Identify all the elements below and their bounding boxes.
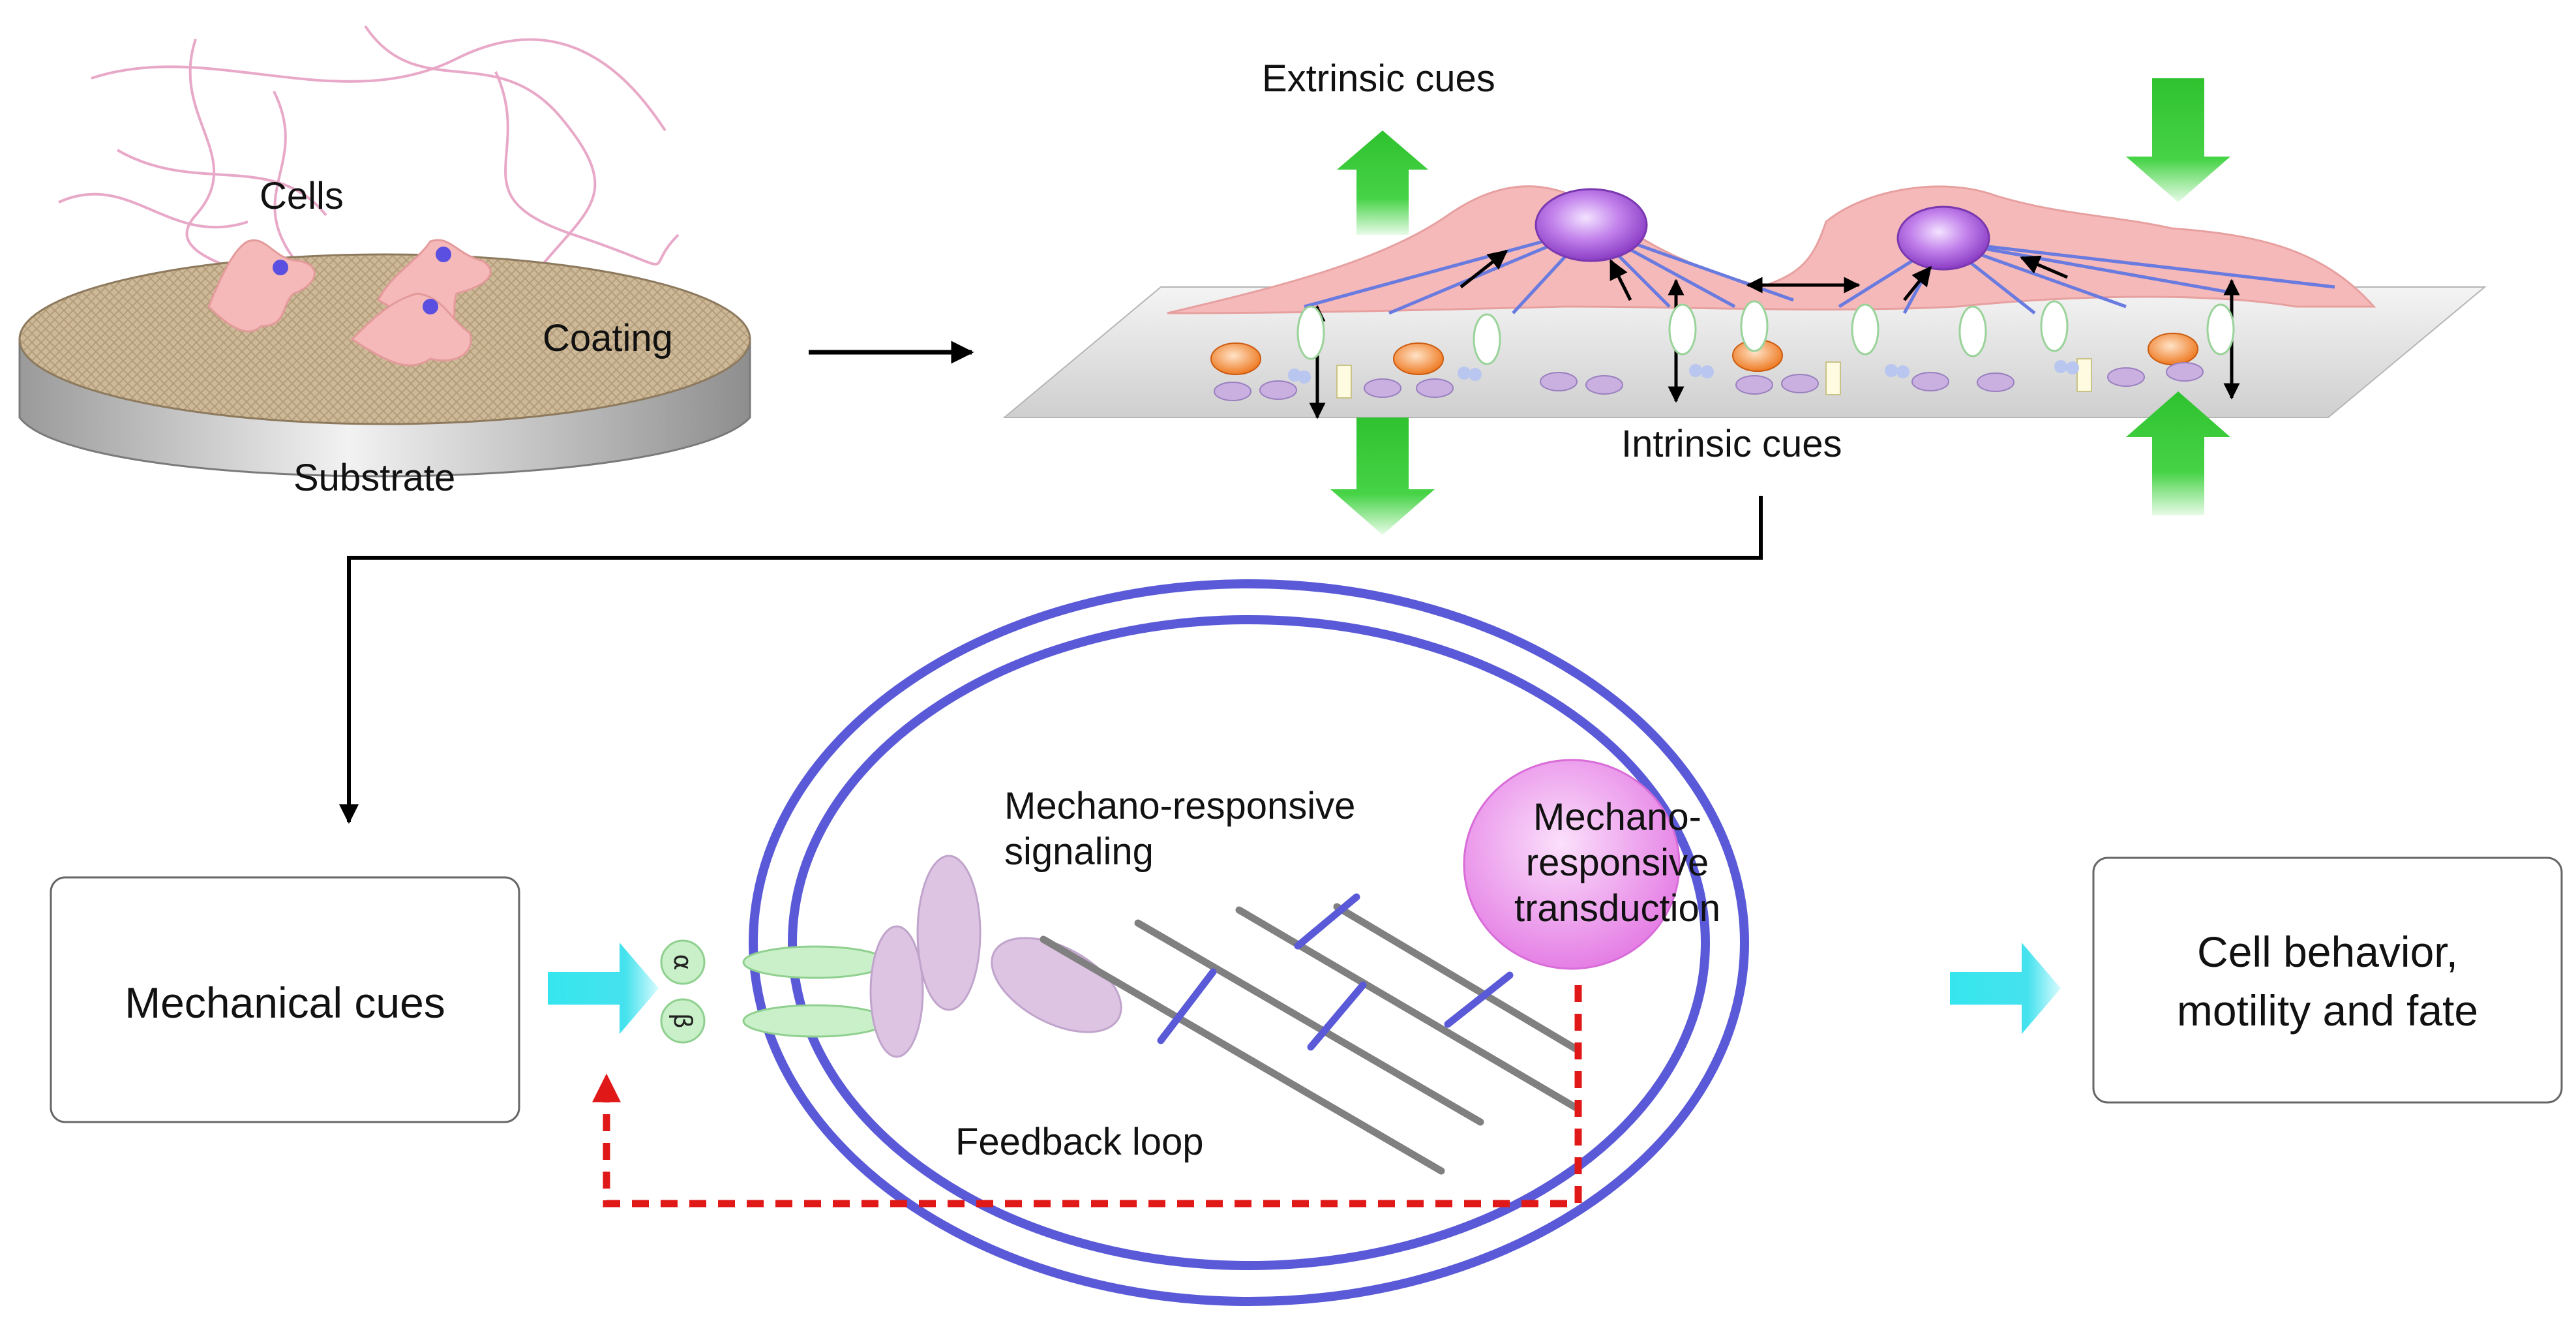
feedback-loop-label: Feedback loop [955,1121,1203,1163]
cells-label: Cells [260,175,344,217]
integrin-receptor: α β [660,939,888,1044]
integrin-alpha-label: α [668,954,697,970]
cyan-arrow-in [548,943,659,1034]
cyan-arrow-out [1950,943,2061,1034]
transduction-label-line1: Mechano- [1533,796,1701,838]
green-arrow-down-bottom [1330,418,1435,535]
nucleus-right [1896,205,1990,271]
actin-filaments [1040,903,1582,1175]
internal-force-arrows [1460,250,2068,301]
mechano-transduction-node [1463,759,1681,970]
feedback-loop-path [592,985,1582,1207]
adaptor-proteins [869,855,1122,1058]
cell-inner-ring [788,615,1710,1270]
signaling-label-line1: Mechano-responsive [1004,785,1355,827]
green-arrow-up-bottom [2126,391,2230,515]
cell-behavior-box [2092,857,2563,1104]
cell-behavior-label-line2: motility and fate [2177,986,2478,1035]
extrinsic-force-arrows [1330,78,2230,535]
transduction-label-line2: responsive [1526,842,1709,884]
extrinsic-cues-label: Extrinsic cues [1262,57,1495,100]
cell-behavior-label-line1: Cell behavior, [2197,928,2458,976]
signaling-label-line2: signaling [1004,830,1154,873]
adherent-cells [207,239,492,367]
cell-outer-ring [749,579,1749,1306]
mechanical-cues-box [50,876,520,1123]
adhesion-complexes [1210,300,2235,401]
mechanical-cues-label: Mechanical cues [125,979,445,1027]
cell-nuclei [273,247,451,314]
culture-dish: Cells Coating Substrate [18,25,751,499]
coating-label: Coating [543,317,673,359]
green-arrow-up-top [1337,130,1428,235]
nucleus-left [1535,188,1648,262]
crosslinker-filaments [1157,893,1514,1051]
green-arrow-down-top [2126,78,2230,202]
substrate-label: Substrate [293,457,455,499]
transduction-label-line3: transduction [1514,887,1720,930]
intrinsic-cues-label: Intrinsic cues [1621,423,1842,465]
flow-connector-to-mechanical-cues [339,496,1763,824]
fiber-strands [58,25,680,340]
cell-substrate-panel: Extrinsic cues Intrinsic cues [1002,57,2487,535]
integrin-beta-label: β [668,1013,697,1029]
